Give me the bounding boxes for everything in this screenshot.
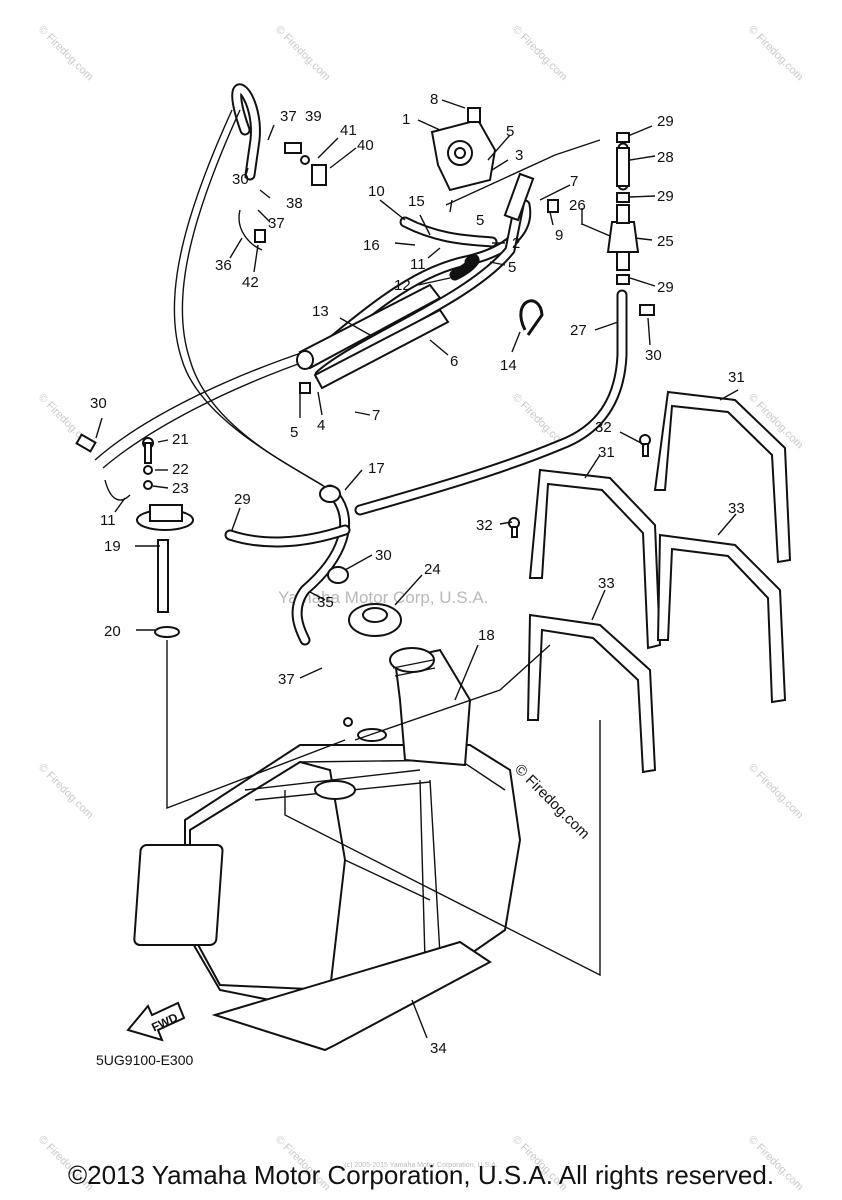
callout-2: 2 [512, 235, 520, 252]
callout-3: 3 [515, 147, 523, 164]
tile-watermark: © Firedog.com [746, 24, 806, 84]
callout-4: 4 [317, 417, 325, 434]
callout-40: 40 [357, 137, 374, 154]
callout-29: 29 [657, 279, 674, 296]
callout-22: 22 [172, 461, 189, 478]
tile-watermark: © Firedog.com [746, 762, 806, 822]
callout-11: 11 [410, 256, 426, 273]
callout-10: 10 [368, 183, 385, 200]
callout-20: 20 [104, 623, 121, 640]
callout-32: 32 [595, 419, 612, 436]
callout-28: 28 [657, 149, 674, 166]
callout-37: 37 [268, 215, 285, 232]
callout-7: 7 [570, 173, 578, 190]
callout-41: 41 [340, 122, 357, 139]
tile-watermark: © Firedog.com [510, 24, 570, 84]
callout-25: 25 [657, 233, 674, 250]
hoses [94, 83, 629, 646]
callout-7: 7 [372, 407, 380, 424]
callout-8: 8 [430, 91, 438, 108]
tile-watermark: © Firedog.com [36, 24, 96, 84]
fine-print: (c) 2005-2015 Yamaha Motor Corporation, … [344, 1162, 498, 1169]
callout-29: 29 [234, 491, 251, 508]
callout-27: 27 [570, 322, 587, 339]
callout-32: 32 [476, 517, 493, 534]
callout-18: 18 [478, 627, 495, 644]
tank-pad [211, 940, 492, 1052]
callout-30: 30 [645, 347, 662, 364]
diagram-code: 5UG9100-E300 [96, 1052, 194, 1068]
callout-29: 29 [657, 113, 674, 130]
callout-23: 23 [172, 480, 189, 497]
pipe-28 [616, 147, 630, 187]
callout-24: 24 [424, 561, 441, 578]
copyright-notice: ©2013 Yamaha Motor Corporation, U.S.A. A… [67, 1160, 775, 1190]
callout-42: 42 [242, 274, 259, 291]
callout-5: 5 [290, 424, 298, 441]
callout-1: 1 [402, 111, 410, 128]
callout-5: 5 [508, 259, 516, 276]
callout-labels: 1 2 3 4 5 5 5 5 6 7 7 8 9 10 11 11 12 13… [90, 91, 745, 1057]
callout-35: 35 [317, 594, 334, 611]
fuel-tank [133, 647, 522, 1012]
callout-31: 31 [728, 369, 745, 386]
fuel-filter [581, 204, 640, 271]
callout-12: 12 [394, 277, 411, 294]
callout-33: 33 [728, 500, 745, 517]
callout-16: 16 [363, 237, 380, 254]
callout-5: 5 [476, 212, 484, 229]
callout-37: 37 [278, 671, 295, 688]
reference-lines [166, 139, 601, 977]
callout-15: 15 [408, 193, 425, 210]
fwd-arrow: FWD [126, 1001, 186, 1042]
callout-14: 14 [500, 357, 517, 374]
callout-29: 29 [657, 188, 674, 205]
callout-36: 36 [215, 257, 232, 274]
tank-bands [526, 390, 792, 774]
center-watermark: Yamaha Motor Corp, U.S.A. [278, 588, 488, 607]
callout-13: 13 [312, 303, 329, 320]
filler-cap [348, 603, 402, 637]
callout-30: 30 [90, 395, 107, 412]
callout-37: 37 [280, 108, 297, 125]
callout-33: 33 [598, 575, 615, 592]
leader-lines [95, 99, 739, 1039]
tile-watermark: © Firedog.com [36, 762, 96, 822]
fuel-cock [430, 107, 535, 222]
callout-11: 11 [100, 512, 116, 529]
callout-19: 19 [104, 538, 121, 555]
callout-30: 30 [232, 171, 249, 188]
callout-30: 30 [375, 547, 392, 564]
side-watermark: © Firedog.com [511, 761, 593, 843]
callout-31: 31 [598, 444, 615, 461]
callout-5: 5 [506, 123, 514, 140]
callout-6: 6 [450, 353, 458, 370]
callout-26: 26 [569, 197, 586, 214]
callout-17: 17 [368, 460, 385, 477]
callout-38: 38 [286, 195, 303, 212]
callout-21: 21 [172, 431, 189, 448]
tile-watermark: © Firedog.com [273, 24, 333, 84]
clamp-14 [519, 299, 544, 336]
sending-unit [136, 437, 194, 638]
callout-9: 9 [555, 227, 563, 244]
callout-39: 39 [305, 108, 322, 125]
callout-34: 34 [430, 1040, 447, 1057]
